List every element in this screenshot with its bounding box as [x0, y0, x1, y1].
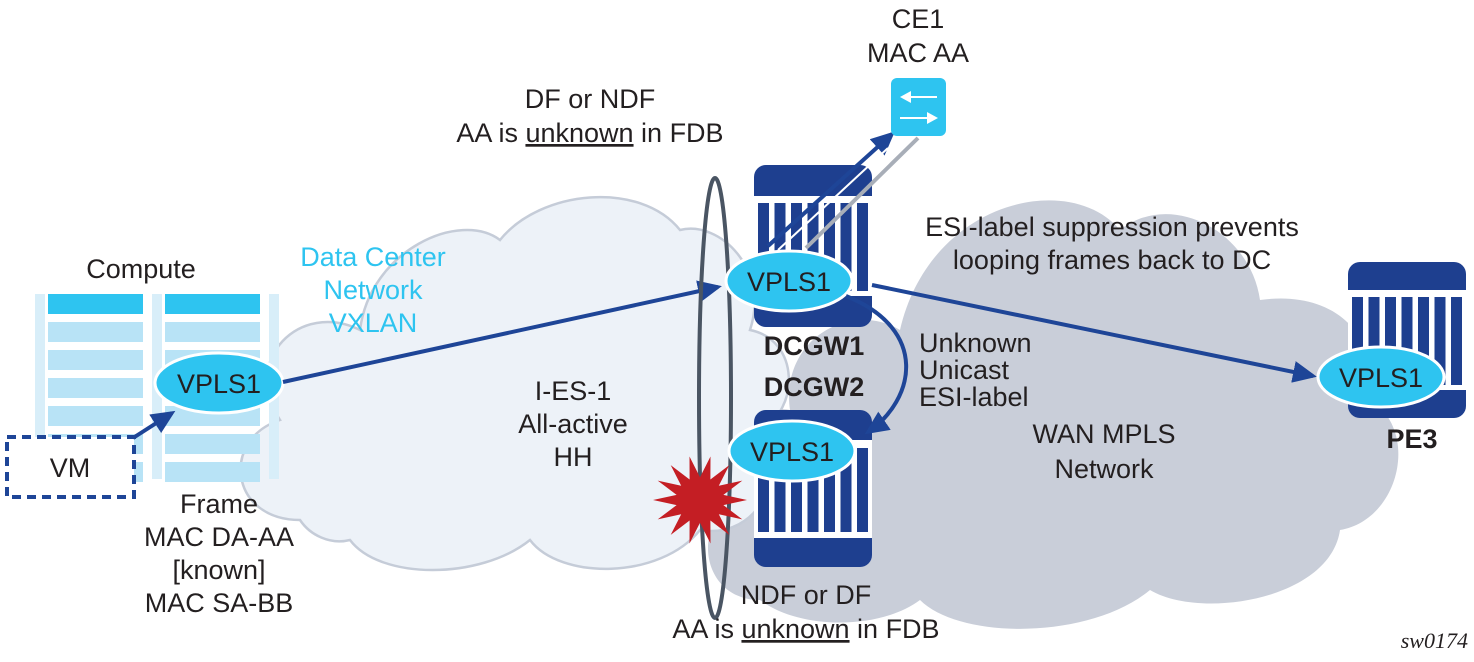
dcgw1-vpls-ellipse[interactable] [724, 249, 854, 313]
server-slot [165, 294, 260, 314]
router-line-card [807, 448, 819, 532]
router-line-card [1352, 297, 1363, 385]
router-line-card [824, 448, 835, 532]
server-slot [48, 350, 143, 370]
router-line-card [857, 448, 868, 532]
dcgw1-vpls-label: VPLS1 [747, 267, 831, 297]
svg-text:Unknown: Unknown [919, 328, 1032, 358]
svg-text:MAC SA-BB: MAC SA-BB [145, 588, 294, 618]
svg-text:VXLAN: VXLAN [329, 308, 418, 338]
compute-title: Compute [86, 254, 196, 284]
router-line-card [1451, 297, 1462, 385]
server-slot [165, 434, 260, 454]
server-slot [165, 462, 260, 482]
svg-text:Network: Network [1054, 454, 1154, 484]
router-line-card [758, 448, 769, 532]
blocked-burst-icon [653, 456, 747, 544]
router-line-card [791, 448, 802, 532]
wan-cloud [707, 200, 1399, 629]
server-slot [48, 406, 143, 426]
pe3-vpls-ellipse[interactable] [1316, 345, 1446, 409]
svg-text:Frame: Frame [180, 489, 258, 519]
svg-text:MAC AA: MAC AA [867, 38, 969, 68]
router-line-card [1385, 297, 1396, 385]
svg-text:Data Center: Data Center [300, 242, 446, 272]
figure-tag: sw0174 [1401, 628, 1468, 653]
router-line-card [1434, 297, 1446, 385]
bottom-note: NDF or DF AA is unknown in FDB [672, 580, 939, 644]
svg-text:I-ES-1: I-ES-1 [535, 376, 612, 406]
svg-text:AA is unknown in FDB: AA is unknown in FDB [456, 118, 723, 148]
esi-suppression-note: ESI-label suppression prevents looping f… [925, 212, 1299, 275]
router-line-card [840, 203, 852, 291]
compute-to-dcgw1-arrow [282, 280, 722, 384]
dcgw1-to-ce1-link-2 [777, 147, 889, 251]
ce1-gray-link [804, 136, 920, 250]
dcgw2-vpls-label: VPLS1 [750, 437, 834, 467]
esi-label-curved-arrow [845, 294, 909, 435]
dcgw2-name: DCGW2 [764, 372, 865, 402]
svg-text:MAC DA-AA: MAC DA-AA [144, 522, 294, 552]
dcgw1-to-pe3-arrow [871, 283, 1317, 383]
router-line-card [807, 203, 819, 291]
unknown-unicast-label: Unknown Unicast ESI-label [919, 328, 1032, 412]
svg-text:HH: HH [554, 442, 593, 472]
pe3-name: PE3 [1386, 424, 1437, 454]
server-slot [165, 322, 260, 342]
router-line-card [1368, 297, 1380, 385]
ethernet-segment-ring [697, 176, 733, 620]
svg-text:CE1: CE1 [892, 4, 945, 34]
dc-network-label: Data Center Network VXLAN [300, 242, 446, 338]
svg-text:All-active: All-active [518, 409, 628, 439]
dcgw2-vpls-ellipse[interactable] [727, 419, 857, 483]
vm-box[interactable] [5, 435, 136, 499]
svg-text:ESI-label suppression prevents: ESI-label suppression prevents [925, 212, 1299, 242]
vm-label: VM [50, 453, 91, 483]
router-line-card [758, 203, 769, 291]
ethernet-segment-label: I-ES-1 All-active HH [518, 376, 628, 472]
compute-vpls-label: VPLS1 [177, 369, 261, 399]
wan-network-label: WAN MPLS Network [1032, 419, 1175, 484]
pe3-vpls-label: VPLS1 [1339, 363, 1423, 393]
server-slot [48, 322, 143, 342]
svg-text:AA is unknown in FDB: AA is unknown in FDB [672, 614, 939, 644]
compute-vpls-ellipse[interactable] [153, 351, 285, 415]
server-slot [48, 294, 143, 314]
svg-text:ESI-label: ESI-label [919, 382, 1029, 412]
server-slot [48, 378, 143, 398]
dcgw1-to-ce1-link [766, 131, 895, 248]
svg-text:looping frames back to DC: looping frames back to DC [953, 245, 1271, 275]
svg-text:Network: Network [323, 275, 423, 305]
svg-text:[known]: [known] [172, 555, 265, 585]
router-line-card [840, 448, 852, 532]
ce1-switch[interactable] [891, 78, 946, 136]
router-line-card [824, 203, 835, 291]
ce1-label: CE1 MAC AA [867, 4, 969, 68]
dcgw1-name: DCGW1 [764, 331, 865, 361]
vm-to-vpls-arrow [131, 410, 176, 440]
svg-text:Unicast: Unicast [919, 355, 1010, 385]
router-line-card [1401, 297, 1413, 385]
router-line-card [774, 448, 786, 532]
router-line-card [1418, 297, 1429, 385]
switch-icon [900, 91, 938, 124]
router-line-card [791, 203, 802, 291]
router-line-card [857, 203, 868, 291]
svg-text:WAN MPLS: WAN MPLS [1032, 419, 1175, 449]
svg-text:NDF or DF: NDF or DF [741, 580, 872, 610]
frame-info: Frame MAC DA-AA [known] MAC SA-BB [144, 489, 294, 618]
top-note: DF or NDF AA is unknown in FDB [456, 84, 723, 148]
svg-text:DF or NDF: DF or NDF [525, 84, 656, 114]
